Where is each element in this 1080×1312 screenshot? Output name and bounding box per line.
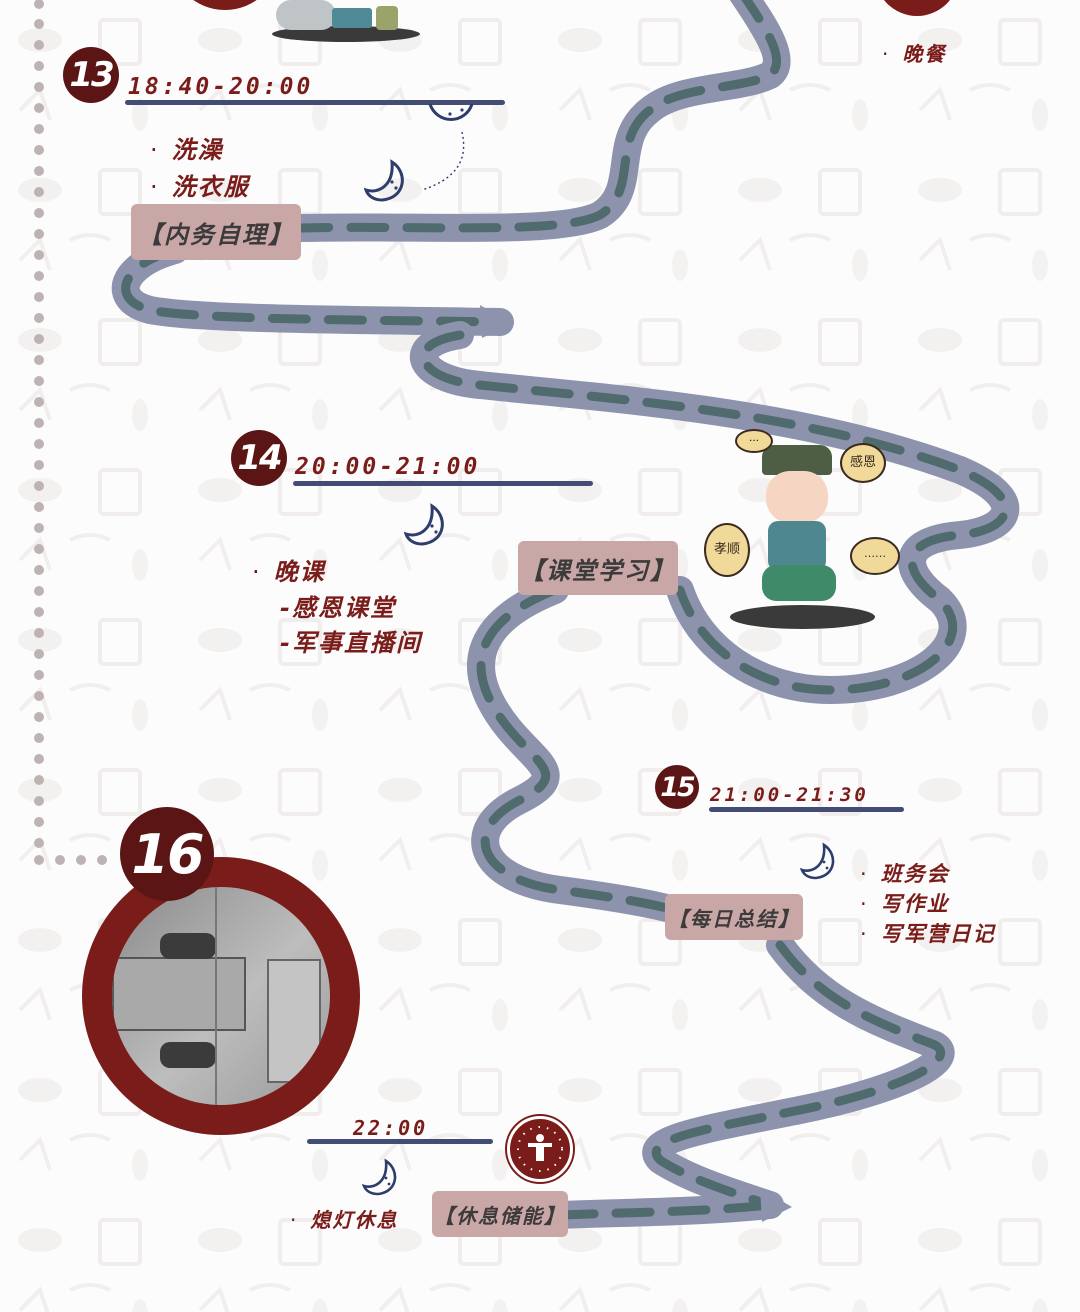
step-14-subitem: -感恩课堂	[280, 594, 396, 622]
cartoon-laundry-illustration	[272, 0, 422, 42]
timeline-dots	[34, 0, 107, 865]
step-16-underline	[307, 1139, 493, 1144]
step-16-tag: 【休息储能】	[432, 1191, 568, 1237]
step-15-item: ·写作业	[860, 892, 950, 916]
step-13-underline	[125, 100, 505, 105]
speech-bubble: ……	[850, 537, 900, 575]
soldier-character-illustration: … 感恩 孝顺 ……	[700, 425, 900, 635]
step-16-time: 22:00	[353, 1116, 429, 1140]
step-16-badge: 16	[120, 807, 214, 901]
moon-icon	[422, 103, 474, 191]
step-15-tag: 【每日总结】	[665, 894, 803, 940]
step-13-item: ·洗澡	[150, 136, 224, 164]
step-14-tag: 【课堂学习】	[518, 541, 678, 595]
step-13-item: ·洗衣服	[150, 173, 250, 201]
speech-bubble: …	[735, 429, 773, 453]
bullet-icon: ·	[882, 42, 891, 66]
step-15-item: ·班务会	[860, 862, 950, 886]
moon-icon	[364, 159, 404, 202]
speech-bubble: 孝顺	[704, 523, 750, 577]
step-15-time: 21:00-21:30	[710, 784, 869, 806]
step-14-item: ·晚课	[252, 558, 326, 586]
dinner-item: ·晚餐	[882, 42, 947, 66]
step-15-item: ·写军营日记	[860, 922, 996, 946]
step-13-time: 18:40-20:00	[128, 74, 314, 100]
step-16-item: ·熄灯休息	[290, 1208, 399, 1232]
step-13-tag: 【内务自理】	[131, 204, 301, 260]
moon-icon	[404, 503, 444, 546]
step-14-underline	[293, 481, 593, 486]
moon-icon	[362, 1158, 397, 1196]
moon-icon	[800, 842, 835, 880]
speech-bubble: 感恩	[840, 443, 886, 483]
step-13-badge: 13	[63, 47, 119, 103]
dormitory-illustration	[82, 857, 360, 1135]
step-14-subitem: -军事直播间	[280, 629, 422, 657]
prev-step-circle-partial	[170, 0, 280, 10]
step-15-badge: 15	[655, 765, 699, 809]
step-15-underline	[709, 807, 904, 812]
step-14-badge: 14	[231, 430, 287, 486]
step-14-time: 20:00-21:00	[295, 454, 481, 480]
clock-rest-icon	[507, 1116, 573, 1182]
